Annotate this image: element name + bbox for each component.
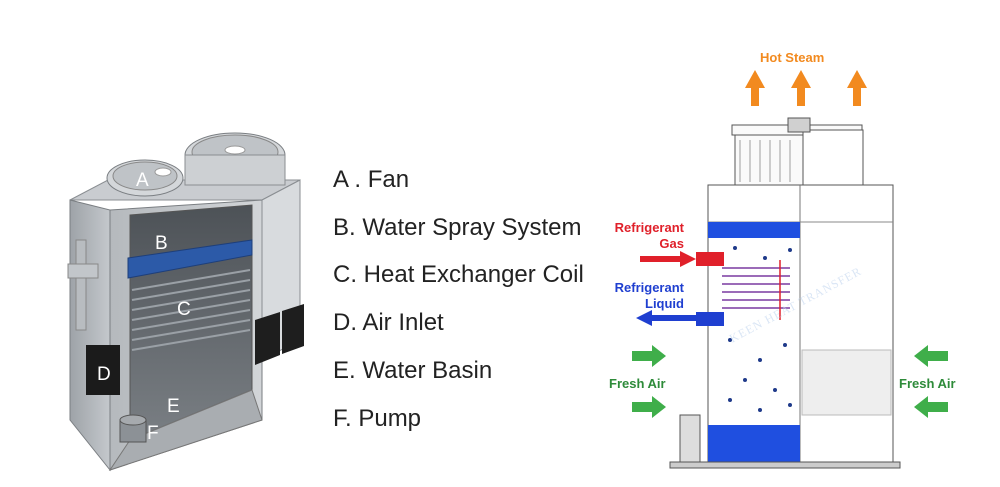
refrigerant-gas-line2: Gas	[659, 236, 684, 251]
air-inlet-panel	[86, 345, 120, 395]
marker-b: B	[155, 233, 168, 254]
refrigerant-liquid-label: Refrigerant Liquid	[604, 280, 684, 312]
gas-arrow	[640, 251, 696, 267]
fresh-air-arrows-right	[914, 345, 948, 418]
marker-d: D	[97, 364, 111, 385]
refrigerant-liquid-line1: Refrigerant	[614, 280, 684, 295]
marker-c: C	[177, 299, 191, 320]
cutaway-illustration	[67, 132, 304, 472]
legend-item-pump: F. Pump	[333, 405, 422, 432]
liquid-arrow	[636, 310, 696, 326]
fresh-air-arrows-left	[632, 345, 666, 418]
fresh-air-label-right: Fresh Air	[899, 376, 956, 391]
legend-item-fan: A . Fan	[333, 166, 410, 193]
steam-arrows	[745, 70, 867, 106]
legend-item-water-basin: E. Water Basin	[333, 357, 493, 384]
marker-e: E	[167, 396, 180, 417]
refrigerant-gas-label: Refrigerant Gas	[604, 220, 684, 252]
marker-a: A	[136, 170, 149, 191]
legend-item-heat-exchanger: C. Heat Exchanger Coil	[333, 261, 584, 288]
legend-item-water-spray: B. Water Spray System	[333, 214, 582, 241]
hot-steam-label: Hot Steam	[760, 50, 825, 65]
schematic-diagram	[632, 70, 948, 469]
refrigerant-gas-line1: Refrigerant	[614, 220, 684, 235]
refrigerant-liquid-line2: Liquid	[645, 296, 684, 311]
legend-item-air-inlet: D. Air Inlet	[333, 309, 444, 336]
fresh-air-label-left: Fresh Air	[609, 376, 666, 391]
marker-f: F	[147, 423, 159, 444]
